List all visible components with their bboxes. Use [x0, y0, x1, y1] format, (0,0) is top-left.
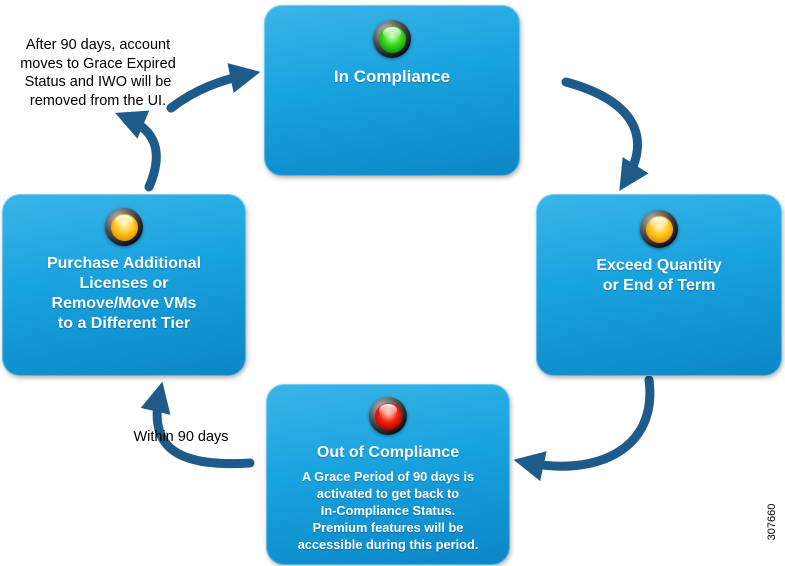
node-exceed-quantity-title: Exceed Quantity or End of Term [596, 257, 722, 294]
node-purchase-licenses-title: Purchase Additional Licenses or Remove/M… [46, 255, 202, 332]
arrow-purchase-to-grace-expired-note [115, 110, 161, 192]
node-in-compliance: In Compliance [264, 5, 520, 176]
figure-number: 307660 [766, 503, 778, 541]
yellow-led-icon [105, 208, 143, 246]
node-out-of-compliance: Out of Compliance A Grace Period of 90 d… [266, 384, 510, 565]
node-in-compliance-title: In Compliance [333, 67, 451, 86]
green-led-icon [373, 20, 411, 58]
within-90-days-label: Within 90 days [133, 429, 229, 445]
red-led-icon [369, 397, 407, 435]
node-out-of-compliance-title: Out of Compliance [316, 444, 460, 461]
arrow-out-of-compliance-to-purchase [140, 381, 255, 469]
node-out-of-compliance-body: A Grace Period of 90 days is activated t… [297, 469, 479, 552]
grace-expired-note: After 90 days, account moves to Grace Ex… [20, 37, 176, 109]
arrow-exceed-to-out-of-compliance [513, 375, 655, 482]
node-exceed-quantity: Exceed Quantity or End of Term [536, 194, 782, 376]
yellow-led-icon [640, 210, 678, 248]
node-purchase-licenses: Purchase Additional Licenses or Remove/M… [2, 194, 246, 376]
arrow-in-compliance-to-exceed [561, 77, 649, 192]
